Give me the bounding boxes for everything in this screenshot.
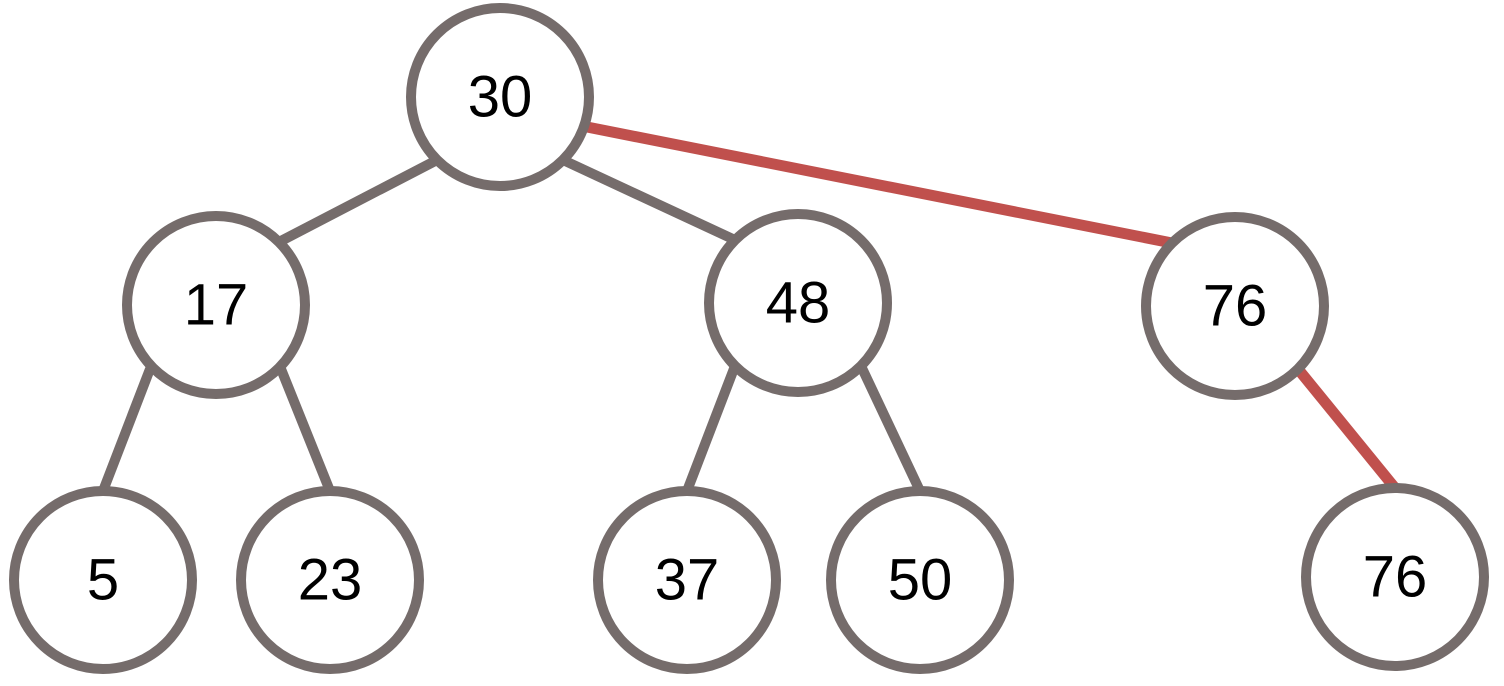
tree-node-5: 5 <box>9 486 197 674</box>
tree-edge-30-48 <box>560 155 738 245</box>
tree-node-17: 17 <box>122 211 310 399</box>
tree-node-label-23: 23 <box>298 548 363 613</box>
tree-node-circle-76-leaf <box>1301 483 1489 671</box>
tree-node-circle-30 <box>406 3 594 191</box>
tree-node-circle-48 <box>704 209 892 397</box>
tree-node-label-50: 50 <box>888 548 953 613</box>
tree-node-circle-37 <box>593 486 781 674</box>
tree-node-48: 48 <box>704 209 892 397</box>
tree-node-circle-5 <box>9 486 197 674</box>
tree-node-label-76-leaf: 76 <box>1363 545 1428 610</box>
tree-edge-76-76-leaf-highlighted <box>1293 365 1400 492</box>
tree-node-label-17: 17 <box>184 273 249 338</box>
tree-edge-48-37 <box>682 364 740 493</box>
tree-node-76-leaf: 76 <box>1301 483 1489 671</box>
tree-node-label-37: 37 <box>655 548 720 613</box>
tree-edge-17-23 <box>276 367 335 493</box>
tree-node-circle-23 <box>236 486 424 674</box>
tree-edge-17-5 <box>98 367 155 493</box>
tree-node-label-48: 48 <box>766 271 831 336</box>
tree-edge-48-50 <box>856 363 925 494</box>
tree-node-circle-50 <box>826 486 1014 674</box>
node-layer: 30 17 48 76 5 23 37 50 76 <box>9 3 1489 674</box>
tree-node-circle-76 <box>1141 212 1329 400</box>
tree-node-30: 30 <box>406 3 594 191</box>
edge-layer <box>98 121 1400 494</box>
tree-node-37: 37 <box>593 486 781 674</box>
tree-node-label-76: 76 <box>1203 274 1268 339</box>
tree-node-label-5: 5 <box>87 548 119 613</box>
tree-node-circle-17 <box>122 211 310 399</box>
tree-node-label-30: 30 <box>468 65 533 130</box>
tree-edge-30-17 <box>276 155 440 247</box>
tree-node-50: 50 <box>826 486 1014 674</box>
tree-node-76: 76 <box>1141 212 1329 400</box>
tree-node-23: 23 <box>236 486 424 674</box>
tree-edge-30-76-highlighted <box>585 121 1174 249</box>
